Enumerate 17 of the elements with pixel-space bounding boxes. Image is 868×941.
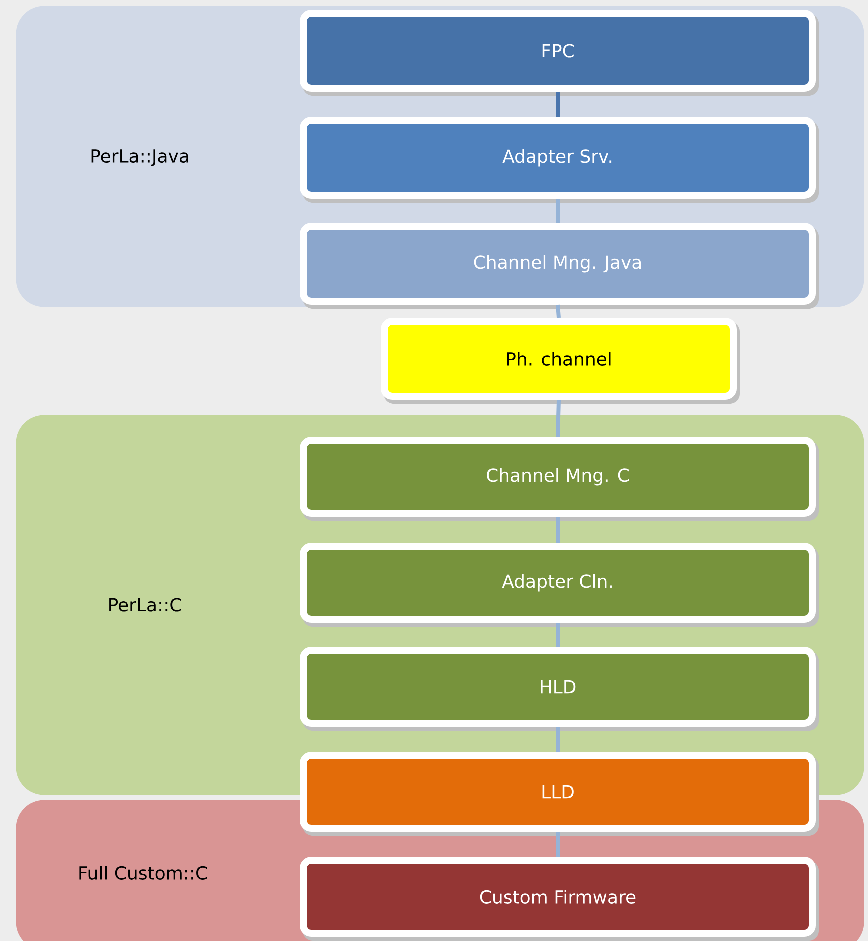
layer-box: LLD	[300, 752, 819, 836]
layer-box: FPC	[300, 10, 819, 96]
layer-box: Adapter Cln.	[300, 543, 819, 627]
connector-line	[556, 623, 560, 647]
layer-box: Adapter Srv.	[300, 117, 819, 203]
connector-line	[556, 92, 560, 117]
connector-line	[556, 832, 560, 857]
connector-line	[556, 400, 561, 438]
layer-box: Custom Firmware	[300, 857, 819, 941]
connector-line	[556, 199, 560, 223]
layer-box: Ph. channel	[381, 318, 740, 404]
layer-box: HLD	[300, 647, 819, 731]
layer-box: Channel Mng. C	[300, 437, 819, 521]
layer-box: Channel Mng. Java	[300, 223, 819, 309]
connector-line	[556, 727, 560, 752]
connector-line	[556, 304, 561, 318]
connector-line	[556, 517, 560, 543]
